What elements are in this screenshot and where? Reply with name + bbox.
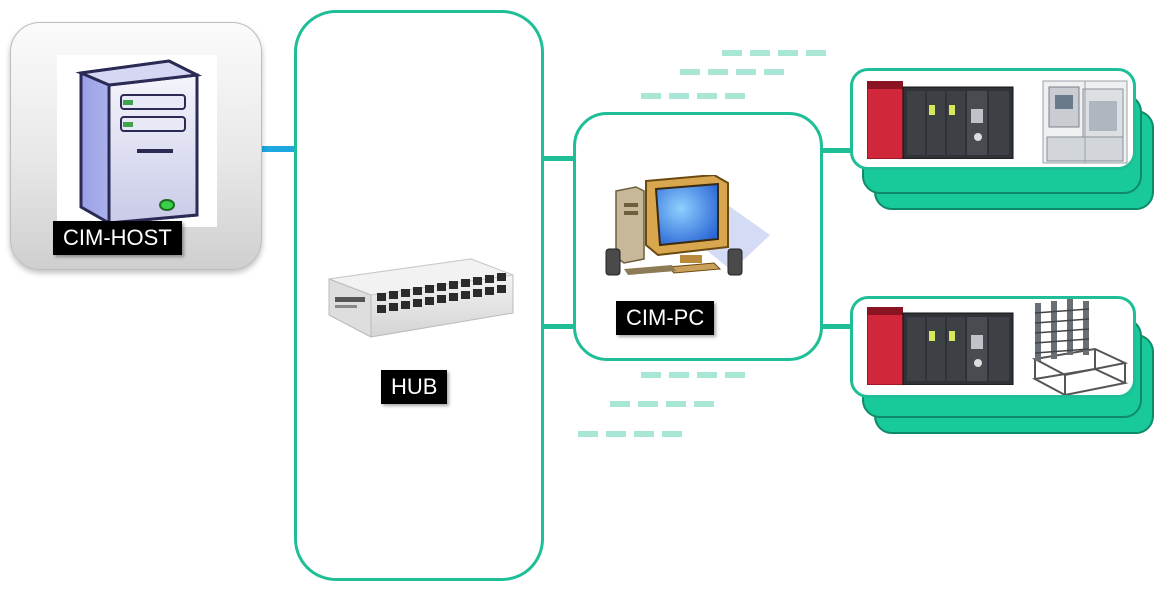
link-host-hub: [258, 146, 296, 152]
host-image-frame: [57, 55, 217, 227]
equipment-group-top: [850, 68, 1162, 216]
desktop-computer-icon: [605, 175, 770, 276]
network-switch-icon: [328, 258, 514, 338]
link-pc-equipment-bottom: [821, 324, 853, 329]
pc-label: CIM-PC: [616, 301, 715, 335]
hub-node: HUB: [294, 10, 544, 581]
host-label: CIM-HOST: [53, 221, 182, 255]
link-hub-pc-top: [543, 156, 575, 161]
server-tower-icon: [75, 59, 203, 225]
link-pc-equipment-top: [821, 148, 853, 153]
equipment-group-bottom: [850, 296, 1162, 438]
hub-label: HUB: [381, 370, 448, 404]
host-node: CIM-HOST: [10, 22, 262, 270]
link-hub-pc-bottom: [543, 324, 575, 329]
pc-node: CIM-PC: [573, 112, 823, 361]
storage-rack-icon: [1031, 299, 1129, 395]
equipment-card-top: [850, 68, 1136, 170]
machine-cell-icon: [1042, 80, 1128, 164]
equipment-card-bottom: [850, 296, 1136, 398]
plc-rack-icon: [867, 81, 1014, 159]
plc-rack-icon: [867, 307, 1014, 385]
